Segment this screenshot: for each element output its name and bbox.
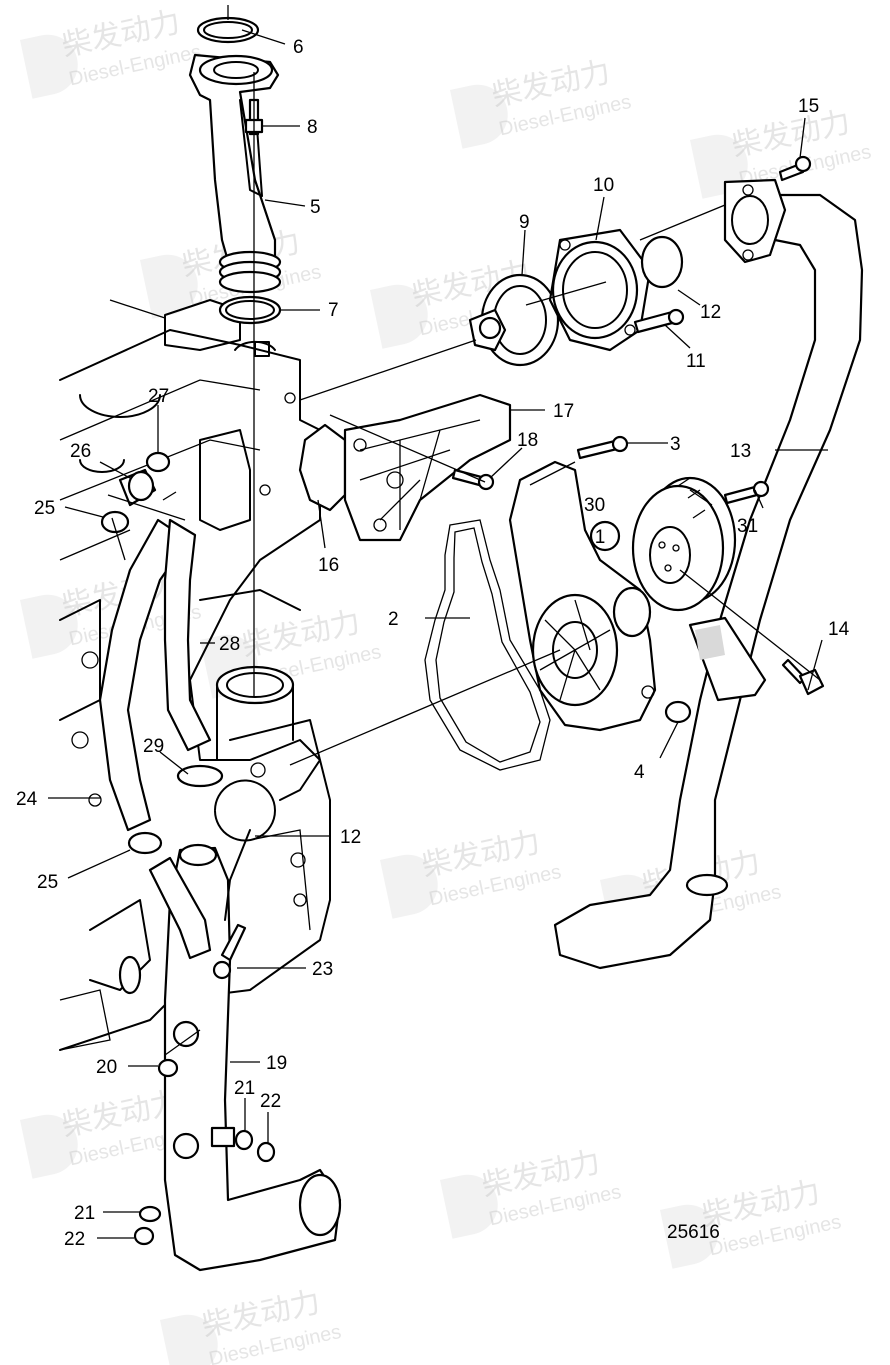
drawing-number: 25616 [667,1222,720,1243]
reference-circle-1 [589,520,621,552]
callout-7: 7 [328,300,339,321]
callout-23: 23 [312,959,333,980]
gasket-16 [298,423,347,512]
water-pump [508,460,657,732]
pulley-30 [631,476,737,612]
callout-5: 5 [310,197,321,218]
callout-27: 27 [148,386,169,407]
callout-6: 6 [293,37,304,58]
callout-31: 31 [737,516,758,537]
callout-4: 4 [634,762,645,783]
hose-28 [163,518,212,752]
callout-18: 18 [517,430,538,451]
callout-24: 24 [16,789,38,810]
pump-gasket-2-inner [435,527,541,763]
callout-22-left: 22 [64,1229,85,1250]
o-ring-6-inner [203,21,253,39]
callout-19: 19 [266,1053,287,1074]
callout-16: 16 [318,555,339,576]
clamp-29 [176,764,224,788]
callout-10: 10 [593,175,614,196]
callout-29: 29 [143,736,164,757]
o-ring-12-top [640,235,684,289]
callout-20: 20 [96,1057,117,1078]
callout-21-right: 21 [234,1078,255,1099]
screw-11 [633,308,685,334]
screw-18 [451,468,495,491]
callout-15: 15 [798,96,819,117]
callout-25-bottom: 25 [37,872,58,893]
screw-31 [723,480,770,505]
callout-25-top: 25 [34,498,55,519]
callout-22-right: 22 [260,1091,281,1112]
callout-12-lower: 12 [340,827,361,848]
screw-23 [212,923,247,980]
callout-26: 26 [70,441,91,462]
plug-21-22-left [133,1205,162,1246]
thermostat-housing-10 [548,228,652,352]
leader-lines [48,5,828,1239]
callout-9: 9 [519,212,530,233]
callout-1: 1 [595,527,606,548]
callout-8: 8 [307,117,318,138]
clamp-27 [145,451,171,473]
bracket-17 [343,393,512,542]
clamp-25-bottom [127,831,163,855]
screw-15 [778,155,812,182]
screw-3 [576,435,629,460]
callout-13: 13 [730,441,751,462]
callout-11: 11 [686,351,706,372]
coolant-pipe-19 [148,779,342,1272]
o-ring-7-inner [225,300,275,320]
pump-gasket-2 [424,519,551,771]
callout-3: 3 [670,434,681,455]
callout-labels: 1 2 3 4 5 6 7 8 9 10 11 12 12 13 14 15 1… [16,37,850,1250]
callout-28: 28 [219,634,240,655]
callout-17: 17 [553,401,574,422]
fitting-26 [118,468,157,507]
vent-pipe [224,829,251,921]
callout-30: 30 [584,495,605,516]
hose-24 [98,518,190,832]
plug-21-22-right [210,1126,276,1163]
screw-14 [781,658,825,696]
callout-14: 14 [828,619,850,640]
callout-21-left: 21 [74,1203,95,1224]
plug-20 [157,1058,179,1078]
callout-12-top: 12 [700,302,721,323]
coolant-pipe-13 [553,178,864,970]
o-ring-4 [664,700,692,724]
clamp-25-top [100,510,130,534]
bracket-clamp [688,616,767,702]
thermostat-9 [468,273,560,367]
coolant-pipe-5 [188,53,282,294]
callout-2: 2 [388,609,399,630]
